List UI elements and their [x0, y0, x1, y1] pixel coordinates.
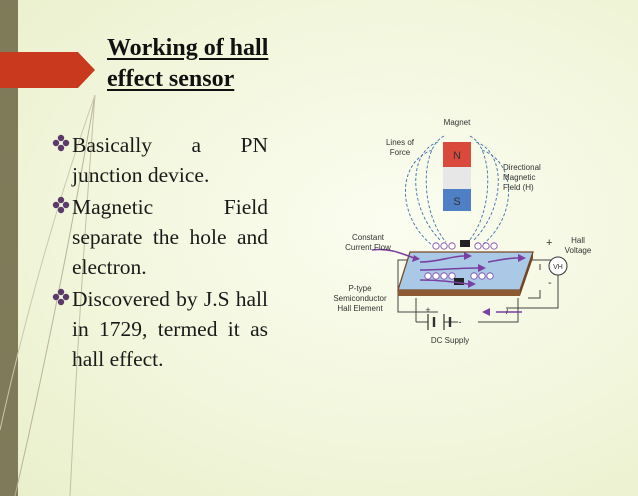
- slide-title: Working of hall effect sensor: [107, 33, 337, 95]
- ptype-label-1: P-type: [348, 284, 372, 293]
- diamond-bullet-icon: [52, 134, 70, 152]
- dc-supply-label: DC Supply: [431, 336, 469, 345]
- voltmeter-label: VH: [553, 264, 563, 271]
- magnet-label: Magnet: [444, 118, 471, 127]
- directional-field-label-3: Field (H): [503, 183, 534, 192]
- bullet-list: Basically a PN junction device. Magnetic…: [52, 130, 268, 376]
- hall-voltage-label-2: Voltage: [565, 246, 592, 255]
- constant-current-label-1: Constant: [352, 233, 385, 242]
- bullet-item: Basically a PN junction device.: [52, 130, 268, 190]
- battery-icon: [427, 314, 452, 330]
- diamond-bullet-icon: [52, 288, 70, 306]
- bullet-text: Magnetic Field separate the hole and ele…: [72, 195, 268, 279]
- title-accent-arrow: [0, 52, 95, 88]
- bullet-item: Discovered by J.S hall in 1729, termed i…: [52, 284, 268, 374]
- arrowheads: [412, 252, 526, 316]
- north-pole-label: N: [453, 150, 461, 162]
- hall-voltage-label-1: Hall: [571, 236, 585, 245]
- bullet-item: Magnetic Field separate the hole and ele…: [52, 192, 268, 282]
- current-flow-arrows: [371, 248, 522, 313]
- ptype-label-2: Semiconductor: [333, 294, 387, 303]
- magnet: N S: [443, 142, 471, 211]
- field-lines: [404, 135, 510, 249]
- ptype-label-3: Hall Element: [337, 304, 383, 313]
- voltmeter-icon: [548, 256, 568, 276]
- hall-minus-sign: -: [548, 277, 552, 289]
- bullet-text: Basically a PN junction device.: [72, 133, 268, 187]
- supply-minus-sign: -: [459, 317, 462, 327]
- slide-title-line-2: effect sensor: [107, 66, 235, 92]
- current-label: i: [506, 306, 509, 316]
- directional-field-label-1: Directional: [503, 163, 541, 172]
- directional-field-label-2: Magnetic: [503, 173, 535, 182]
- lines-of-force-label-2: Force: [390, 148, 411, 157]
- south-pole-label: S: [453, 196, 460, 208]
- lines-of-force-label-1: Lines of: [386, 138, 415, 147]
- supply-plus-sign: +: [425, 305, 430, 315]
- diamond-bullet-icon: [52, 196, 70, 214]
- hall-plus-sign: +: [546, 237, 552, 249]
- bullet-text: Discovered by J.S hall in 1729, termed i…: [72, 287, 268, 371]
- slide-title-line-1: Working of hall: [107, 35, 269, 61]
- constant-current-label-2: Current Flow: [345, 243, 391, 252]
- hall-effect-diagram: N S Magnet Lines of Force Directional Ma…: [333, 118, 592, 345]
